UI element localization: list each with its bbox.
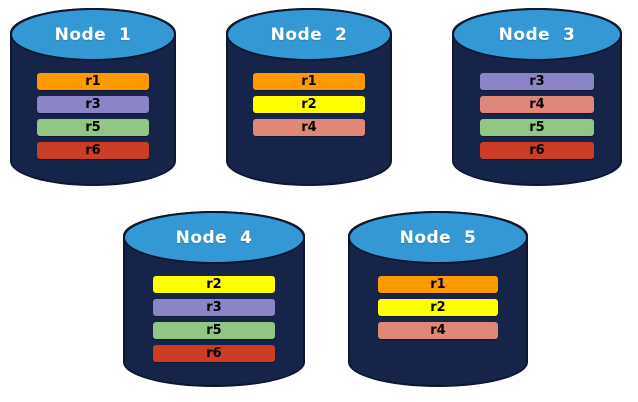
node-label: Node 2 [270,24,348,45]
replica-stack: r1 r3 r5 r6 [10,73,176,165]
replica-label: r5 [85,120,101,135]
cylinder-top-ellipse: Node 2 [226,8,392,61]
node-cylinder[interactable]: Node 5 r1 r2 r4 [348,211,528,387]
replica-stack: r1 r2 r4 [226,73,392,142]
replica-bar[interactable]: r4 [253,119,365,136]
replica-bar[interactable]: r6 [153,345,275,362]
replica-bar[interactable]: r3 [153,299,275,316]
replica-stack: r1 r2 r4 [348,276,528,345]
node-label: Node 3 [498,24,576,45]
replica-label: r1 [430,277,446,292]
replica-label: r3 [85,97,101,112]
node-label: Node 4 [175,227,253,248]
replica-stack: r3 r4 r5 r6 [452,73,622,165]
replica-bar[interactable]: r1 [378,276,498,293]
cylinder-top-ellipse: Node 1 [10,8,176,61]
replica-bar[interactable]: r2 [378,299,498,316]
replica-label: r6 [529,143,545,158]
replica-label: r2 [430,300,446,315]
replica-bar[interactable]: r5 [153,322,275,339]
replica-label: r6 [206,346,222,361]
replica-bar[interactable]: r5 [37,119,149,136]
replica-bar[interactable]: r2 [253,96,365,113]
replica-label: r1 [85,74,101,89]
cylinder-top-ellipse: Node 3 [452,8,622,61]
replica-bar[interactable]: r3 [480,73,594,90]
replica-label: r2 [206,277,222,292]
cylinder-top-ellipse: Node 4 [123,211,305,264]
replica-label: r3 [529,74,545,89]
replica-bar[interactable]: r5 [480,119,594,136]
replica-label: r5 [206,323,222,338]
node-label: Node 1 [54,24,132,45]
replica-label: r4 [430,323,446,338]
replica-label: r4 [529,97,545,112]
replica-bar[interactable]: r6 [37,142,149,159]
node-label: Node 5 [399,227,477,248]
replica-bar[interactable]: r3 [37,96,149,113]
node-cylinder[interactable]: Node 2 r1 r2 r4 [226,8,392,186]
replica-label: r5 [529,120,545,135]
replica-label: r1 [301,74,317,89]
replica-bar[interactable]: r4 [378,322,498,339]
replica-label: r2 [301,97,317,112]
replica-label: r4 [301,120,317,135]
replica-bar[interactable]: r2 [153,276,275,293]
replica-bar[interactable]: r1 [37,73,149,90]
cylinder-top-ellipse: Node 5 [348,211,528,264]
node-cylinder[interactable]: Node 1 r1 r3 r5 r6 [10,8,176,186]
replica-stack: r2 r3 r5 r6 [123,276,305,368]
replica-label: r3 [206,300,222,315]
replica-bar[interactable]: r4 [480,96,594,113]
node-cylinder[interactable]: Node 3 r3 r4 r5 r6 [452,8,622,186]
replica-label: r6 [85,143,101,158]
replica-bar[interactable]: r6 [480,142,594,159]
replica-bar[interactable]: r1 [253,73,365,90]
node-cylinder[interactable]: Node 4 r2 r3 r5 r6 [123,211,305,387]
